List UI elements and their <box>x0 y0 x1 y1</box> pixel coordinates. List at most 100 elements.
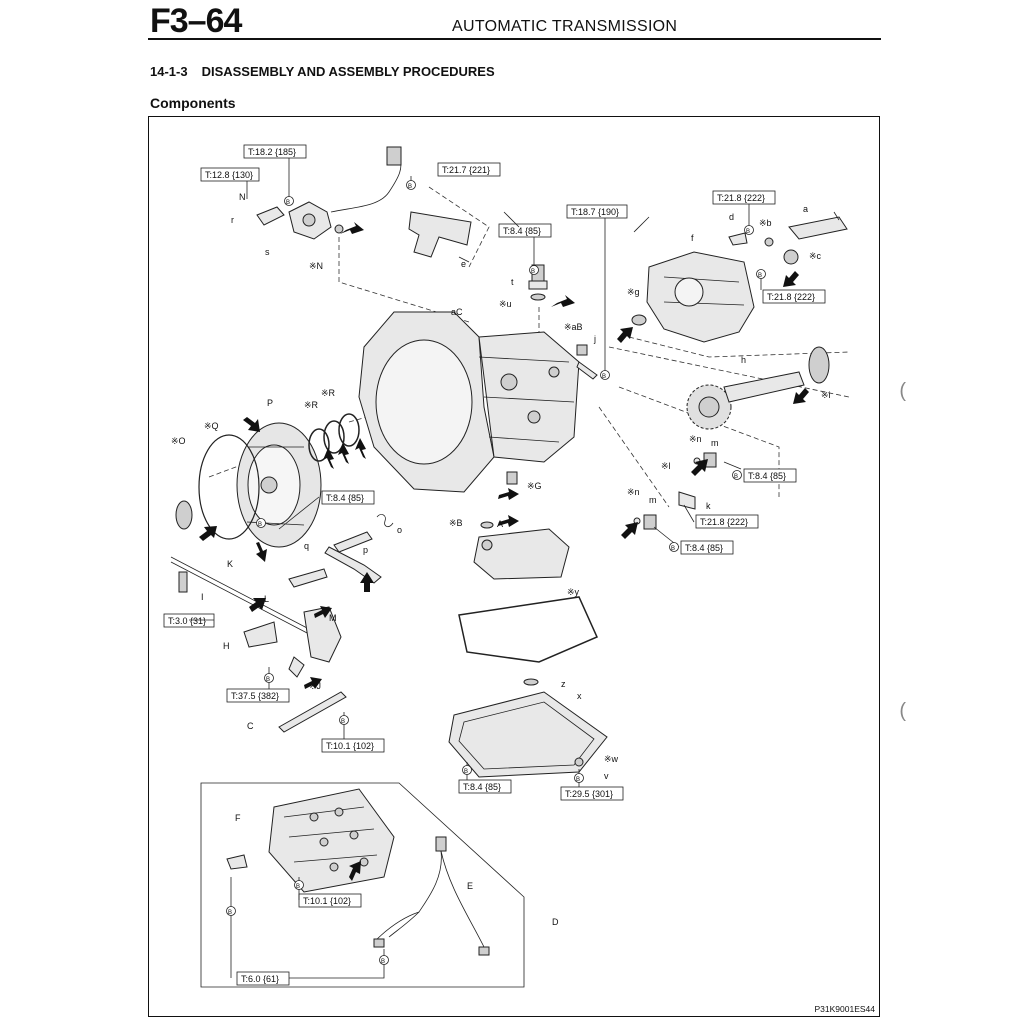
torque-value: T:37.5 {382} <box>231 691 279 701</box>
control-valve-body <box>226 788 395 893</box>
part-label: K <box>227 559 233 569</box>
part-label: ※g <box>627 287 640 297</box>
bolt-symbol: B <box>381 959 385 965</box>
part-label: ※O <box>171 436 186 446</box>
bolt-symbol: B <box>531 269 535 275</box>
exploded-view-drawing: T:18.2 {185} T:12.8 {130} T:21.7 {221} T… <box>163 144 850 988</box>
bolt-symbol: B <box>408 184 412 190</box>
bearing-i <box>808 346 830 384</box>
torque-value: T:21.8 {222} <box>717 193 765 203</box>
detent-lever <box>243 568 342 678</box>
oil-seal-g <box>631 314 647 326</box>
part-label: ※N <box>309 261 323 271</box>
part-label: P <box>267 398 273 408</box>
oil-seal-O <box>175 500 193 530</box>
part-label: ※Q <box>204 421 219 431</box>
part-label: F <box>235 813 241 823</box>
part-label: r <box>231 215 234 225</box>
part-label: f <box>691 233 694 243</box>
torque-value: T:8.4 {85} <box>463 782 501 792</box>
part-label: A <box>497 519 503 529</box>
part-label: ※c <box>809 251 822 261</box>
part-label: d <box>729 212 734 222</box>
part-label: H <box>223 641 230 651</box>
part-label: a <box>803 204 808 214</box>
bolt-symbol: B <box>602 374 606 380</box>
header-rule <box>148 38 881 40</box>
oil-pan-gasket <box>458 596 598 663</box>
part-label: N <box>239 192 246 202</box>
oil-pump <box>236 422 322 548</box>
part-label: v <box>604 771 609 781</box>
plug-G <box>506 471 518 485</box>
part-label: s <box>265 247 270 257</box>
bolt-symbol: B <box>576 777 580 783</box>
torque-value: T:18.7 {190} <box>571 207 619 217</box>
oil-pan <box>448 678 608 778</box>
bolt-symbol: B <box>228 910 232 916</box>
plug-j <box>576 361 598 380</box>
torque-value: T:8.4 {85} <box>748 471 786 481</box>
part-label: ※b <box>759 218 772 228</box>
torque-value: T:21.8 {222} <box>700 517 748 527</box>
manual-shaft <box>170 556 310 635</box>
wire-bracket <box>408 211 472 258</box>
o-ring-B <box>480 521 494 529</box>
oil-strainer <box>473 521 570 580</box>
part-label: e <box>461 259 466 269</box>
torque-value: T:6.0 {61} <box>241 974 279 984</box>
seal-ring-R <box>338 413 360 447</box>
part-label: E <box>467 881 473 891</box>
part-label: j <box>593 334 596 344</box>
torque-value: T:3.0 {31} <box>168 616 206 626</box>
torque-value: T:21.8 {222} <box>767 292 815 302</box>
plug <box>576 344 588 356</box>
bolt-symbol: B <box>258 522 262 528</box>
part-label: ※y <box>567 587 580 597</box>
seal-ring-R <box>323 420 345 454</box>
part-label: ※R <box>321 388 336 398</box>
part-label: ※w <box>604 754 619 764</box>
bolt-symbol: B <box>758 273 762 279</box>
part-label: L <box>264 594 269 604</box>
part-label: ※B <box>449 518 463 528</box>
part-label: aC <box>451 307 463 317</box>
binding-hole-mark: ( <box>899 380 906 402</box>
bolt-symbol: B <box>746 229 750 235</box>
bolt-symbol: B <box>266 677 270 683</box>
part-label: h <box>741 355 746 365</box>
part-label: ※i <box>821 390 831 400</box>
section-heading: 14-1-3 DISASSEMBLY AND ASSEMBLY PROCEDURE… <box>150 64 509 79</box>
part-label: m <box>711 438 719 448</box>
part-label: q <box>304 541 309 551</box>
part-label: ※J <box>309 681 321 691</box>
oil-seal-c <box>783 249 799 265</box>
bolt-symbol: B <box>286 200 290 206</box>
turbine-sensor <box>633 452 717 530</box>
seal-ring-R <box>308 428 330 462</box>
bolt-symbol: B <box>341 719 345 725</box>
components-heading: Components <box>150 95 236 111</box>
drain-plug-v <box>574 757 584 767</box>
section-title: DISASSEMBLY AND ASSEMBLY PROCEDURES <box>201 64 495 79</box>
part-label: t <box>511 277 514 287</box>
part-label: ※G <box>527 481 542 491</box>
wiring-harness <box>373 836 490 956</box>
solenoid-F <box>226 854 248 870</box>
part-label: I <box>201 592 204 602</box>
section-number: 14-1-3 <box>150 64 188 79</box>
pin-I <box>178 571 188 593</box>
output-gear <box>686 346 830 430</box>
torque-labels: T:18.2 {185} T:12.8 {130} T:21.7 {221} T… <box>163 144 826 986</box>
part-label: m <box>649 495 657 505</box>
transfer-housing <box>631 216 848 343</box>
transaxle-range-switch <box>256 146 402 240</box>
torque-value: T:10.1 {102} <box>303 896 351 906</box>
part-label: ※n <box>689 434 702 444</box>
replace-part-arrows <box>199 222 809 881</box>
figure-code: P31K9001ES44 <box>814 1004 876 1014</box>
part-callouts: N r s ※N e t ※u ※aB j aC a d ※b f ※c ※g … <box>171 192 831 927</box>
transmission-case <box>358 311 580 493</box>
torque-value: T:8.4 {85} <box>503 226 541 236</box>
parking-pawl-assembly <box>324 514 394 584</box>
